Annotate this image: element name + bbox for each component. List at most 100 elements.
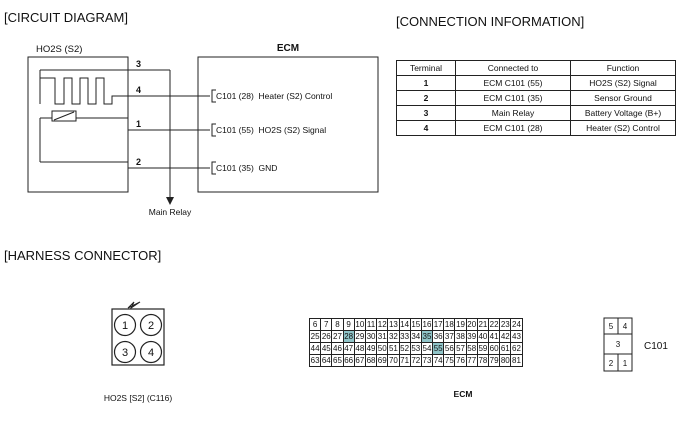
function-cell: Heater (S2) Control [570,120,676,136]
heater-element [39,77,128,105]
sensor-box [27,56,129,193]
ecm-side-pin-5: 5 [609,322,614,331]
ecm-pin-77: 77 [465,354,478,367]
terminal-cell: 3 [396,105,456,121]
ho2s-pin-1 [113,313,137,337]
ecm-pin-37: 37 [443,330,456,343]
ecm-pin-43: 43 [510,330,523,343]
ecm-pin-signal: C101 (55) HO2S (S2) Signal [216,125,326,135]
ecm-pin-48: 48 [353,342,366,355]
ecm-pin-38: 38 [454,330,467,343]
ecm-pin-10: 10 [353,318,366,331]
ecm-pin-64: 64 [320,354,333,367]
ho2s-pin-4 [139,340,163,364]
ecm-pin-33: 33 [398,330,411,343]
ho2s-pin-label-3: 3 [122,347,128,359]
ecm-pin-47: 47 [342,342,355,355]
ecm-pin-58: 58 [465,342,478,355]
ecm-pin-25: 25 [308,330,322,343]
terminal-cell: 1 [396,75,456,91]
connection-information-heading: [CONNECTION INFORMATION] [396,14,585,29]
table-row: 3 Main Relay Battery Voltage (B+) [396,105,676,121]
col-header-function: Function [570,60,676,76]
connected-to-cell: ECM C101 (28) [455,120,571,136]
ho2s-connector-housing [111,308,165,366]
ecm-pin-50: 50 [376,342,389,355]
ecm-pin-24: 24 [510,318,523,331]
ecm-pin-55: 55 [432,342,445,355]
ecm-pin-65: 65 [331,354,344,367]
ecm-pin-7: 7 [320,318,333,331]
ecm-pin-heater-control: C101 (28) Heater (S2) Control [216,91,332,101]
ecm-connector-id: C101 [644,341,668,352]
terminal-cell: 2 [396,90,456,106]
ecm-pin-71: 71 [398,354,411,367]
sensor-title: HO2S (S2) [36,44,82,55]
ecm-pin-70: 70 [387,354,400,367]
ecm-pin-22: 22 [487,318,501,331]
ecm-pin-81: 81 [510,354,523,367]
ecm-pin-15: 15 [409,318,422,331]
ho2s-pin-2 [139,313,163,337]
ecm-side-pin-1: 1 [623,359,628,368]
ecm-pin-29: 29 [353,330,366,343]
ecm-pin-52: 52 [398,342,411,355]
terminal-label-4: 4 [136,85,141,95]
table-row: 2 ECM C101 (35) Sensor Ground [396,90,676,106]
ecm-pin-78: 78 [476,354,490,367]
ecm-pin-74: 74 [432,354,445,367]
main-relay-label: Main Relay [149,207,192,217]
ecm-pin-49: 49 [364,342,378,355]
ecm-side-pin-3: 3 [616,340,621,349]
ecm-pin-57: 57 [454,342,467,355]
function-cell: Sensor Ground [570,90,676,106]
ecm-pin-26: 26 [320,330,333,343]
ecm-pin-20: 20 [465,318,478,331]
connected-to-cell: ECM C101 (55) [455,75,571,91]
ecm-pin-19: 19 [454,318,467,331]
ecm-pin-ground: C101 (35) GND [216,163,277,173]
ecm-connector-label: ECM [454,389,473,399]
ecm-pin-67: 67 [353,354,366,367]
connector-latch [127,301,141,310]
ho2s-pin-label-4: 4 [148,347,154,359]
ecm-pin-16: 16 [420,318,434,331]
ecm-title: ECM [277,43,299,54]
ecm-pin-61: 61 [499,342,512,355]
ecm-pin-6: 6 [308,318,322,331]
ecm-side-pin-4: 4 [623,322,628,331]
ecm-pin-46: 46 [331,342,344,355]
ecm-pin-41: 41 [487,330,501,343]
table-row: 4 ECM C101 (28) Heater (S2) Control [396,120,676,136]
ecm-pin-36: 36 [432,330,445,343]
circuit-diagram-heading: [CIRCUIT DIAGRAM] [4,10,128,25]
ho2s-pin-label-2: 2 [148,320,154,332]
ecm-pin-42: 42 [499,330,512,343]
terminal-label-3: 3 [136,59,141,69]
ecm-pin-39: 39 [465,330,478,343]
ecm-pin-54: 54 [420,342,434,355]
ecm-pin-66: 66 [342,354,355,367]
ecm-pin-11: 11 [364,318,378,331]
terminal-label-1: 1 [136,119,141,129]
ecm-pin-13: 13 [387,318,400,331]
ecm-pin-53: 53 [409,342,422,355]
ecm-pin-62: 62 [510,342,523,355]
ecm-pin-12: 12 [376,318,389,331]
ecm-pin-28: 28 [342,330,355,343]
terminal-cell: 4 [396,120,456,136]
table-row: 1 ECM C101 (55) HO2S (S2) Signal [396,75,676,91]
ecm-pin-44: 44 [308,342,322,355]
ecm-pin-9: 9 [342,318,355,331]
ecm-pin-75: 75 [443,354,456,367]
col-header-terminal: Terminal [396,60,456,76]
ecm-pin-31: 31 [376,330,389,343]
ecm-pin-18: 18 [443,318,456,331]
ecm-pin-76: 76 [454,354,467,367]
ecm-box [197,56,379,193]
ecm-pin-51: 51 [387,342,400,355]
